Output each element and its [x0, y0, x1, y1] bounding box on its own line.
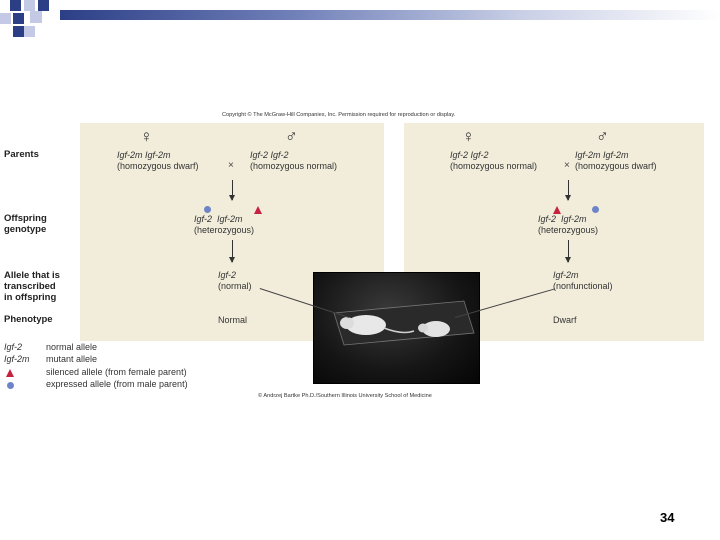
- left-phenotype: Normal: [218, 315, 248, 325]
- right-transcribed-allele: Igf-2m(nonfunctional): [553, 270, 613, 292]
- header-square: [0, 13, 11, 24]
- photo-credit: © Andrzej Bartke Ph.D./Southern Illinois…: [258, 393, 432, 399]
- legend-label-expressed: expressed allele (from male parent): [46, 379, 188, 389]
- row-label-offspring: Offspring: [4, 213, 47, 224]
- right-phenotype: Dwarf: [553, 315, 577, 325]
- header-square: [30, 11, 42, 23]
- silenced-allele-triangle-icon: [6, 369, 14, 377]
- legend-label-mutant: mutant allele: [46, 354, 98, 364]
- female-symbol: ♀: [140, 127, 153, 146]
- mice-photo: [313, 272, 480, 384]
- mice-illustration: [333, 300, 475, 346]
- row-label-genotype: genotype: [4, 224, 47, 235]
- cross-sign: ×: [564, 160, 570, 171]
- left-male-parent: Igf-2 Igf-2(homozygous normal): [250, 150, 338, 172]
- header-square: [13, 26, 24, 37]
- legend-label-normal: normal allele: [46, 342, 98, 352]
- row-label-in-offspring: in offspring: [4, 292, 57, 303]
- header-square: [24, 0, 35, 11]
- arrow-down-icon: [565, 180, 571, 201]
- cross-sign: ×: [228, 160, 234, 171]
- left-transcribed-allele: Igf-2(normal): [218, 270, 252, 292]
- header-square: [10, 0, 21, 11]
- left-female-parent: Igf-2m Igf-2m(homozygous dwarf): [117, 150, 199, 172]
- row-label-parents: Parents: [4, 149, 39, 160]
- expressed-allele-dot-icon: [7, 382, 14, 389]
- expressed-allele-dot-icon: [592, 206, 599, 213]
- arrow-down-icon: [565, 240, 571, 263]
- header-square: [13, 13, 24, 24]
- header-gradient-bar: [60, 10, 720, 20]
- right-offspring-genotype: Igf-2 Igf-2m(heterozygous): [538, 214, 599, 236]
- silenced-allele-triangle-icon: [553, 206, 561, 214]
- legend-label-silenced: silenced allele (from female parent): [46, 367, 187, 377]
- expressed-allele-dot-icon: [204, 206, 211, 213]
- row-label-transcribed: transcribed: [4, 281, 56, 292]
- arrow-down-icon: [229, 240, 235, 263]
- male-symbol: ♂: [285, 127, 298, 146]
- male-symbol: ♂: [596, 127, 609, 146]
- right-male-parent: Igf-2m Igf-2m(homozygous dwarf): [575, 150, 657, 172]
- legend-key-normal: Igf-2: [4, 342, 23, 352]
- arrow-down-icon: [229, 180, 235, 201]
- header-square: [24, 26, 35, 37]
- page-number: 34: [660, 510, 675, 525]
- legend-key-mutant: Igf-2m: [4, 354, 30, 364]
- left-offspring-genotype: Igf-2 Igf-2m(heterozygous): [194, 214, 255, 236]
- silenced-allele-triangle-icon: [254, 206, 262, 214]
- right-female-parent: Igf-2 Igf-2(homozygous normal): [450, 150, 538, 172]
- row-label-allele: Allele that is: [4, 270, 60, 281]
- row-label-phenotype: Phenotype: [4, 314, 53, 325]
- female-symbol: ♀: [462, 127, 475, 146]
- copyright-notice: Copyright © The McGraw-Hill Companies, I…: [222, 112, 456, 118]
- header-square: [38, 0, 49, 11]
